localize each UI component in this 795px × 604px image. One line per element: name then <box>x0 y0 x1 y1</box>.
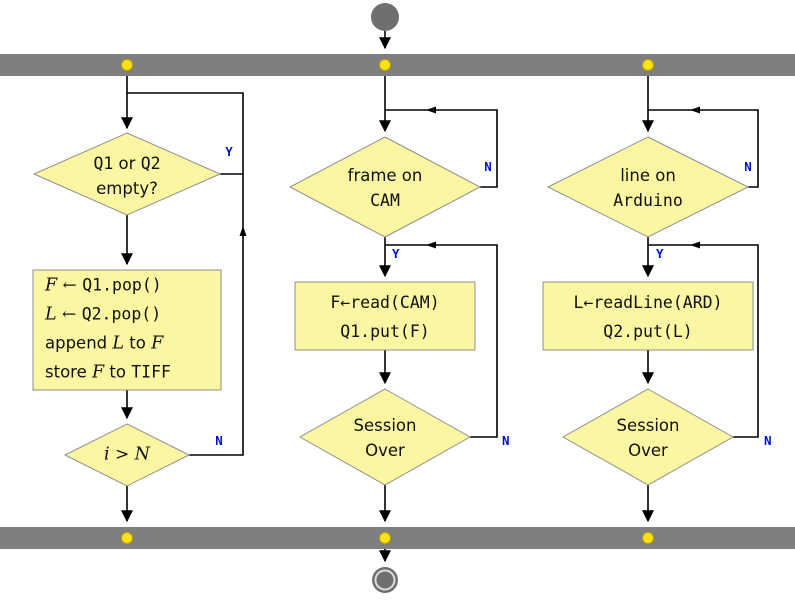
arduino-check-line-label-line2: Arduino <box>613 190 683 210</box>
consumer-process-line1: F ← Q1.pop() <box>45 277 162 295</box>
camera-check-frame-diamond <box>288 136 482 238</box>
camera-no-loop-line <box>385 109 498 188</box>
consumer-process-line2: L ← Q2.pop() <box>45 306 161 324</box>
arduino-no-branch-label: N <box>744 158 752 174</box>
consumer-check-queues-label-line2: empty? <box>96 178 158 198</box>
consumer-process-box <box>32 269 222 391</box>
consumer-q2-code: Q2 <box>140 153 161 173</box>
consumer-check-queues-diamond <box>32 132 222 216</box>
end-node-ring <box>374 569 396 591</box>
consumer-count-label: i > N <box>104 446 150 464</box>
tiff-code: TIFF <box>131 362 171 382</box>
var-F: F <box>45 275 58 296</box>
var-N: N <box>134 444 150 465</box>
append-text: append <box>45 333 113 353</box>
arduino-process-line1: L←readLine(ARD) <box>573 292 723 312</box>
arduino-session-diamond <box>561 388 735 486</box>
join-bar <box>0 527 795 549</box>
camera-check-frame-label-line2: CAM <box>370 190 400 210</box>
arduino-no-loop-arrowhead <box>690 106 700 114</box>
q2-pop-code: Q2.pop() <box>81 304 162 324</box>
fork-bar <box>0 54 795 76</box>
camera-process-line1: F←read(CAM) <box>330 292 440 312</box>
arduino-session-label-line1: Session <box>616 415 680 435</box>
camera-session-loop-line <box>385 244 498 438</box>
consumer-count-diamond <box>63 423 191 487</box>
assign-arrow: ← <box>56 304 82 325</box>
fork-dot-consumer <box>121 59 133 71</box>
gt-operator: > <box>109 444 135 465</box>
consumer-process-line3: append L to F <box>45 335 163 353</box>
fork-dot-camera <box>379 59 391 71</box>
start-node <box>371 3 399 31</box>
arduino-no-loop-line <box>648 109 759 188</box>
var-F: F <box>91 362 105 383</box>
consumer-yes-loop-line <box>127 92 244 175</box>
var-L: L <box>112 333 125 354</box>
camera-session-label-line2: Over <box>365 440 405 460</box>
consumer-loop-arrowhead <box>239 226 247 236</box>
arduino-session-label-line2: Over <box>628 440 668 460</box>
consumer-check-queues-label-line1: Q1 or Q2 <box>93 153 161 173</box>
camera-check-frame-label-line1: frame on <box>347 165 423 185</box>
camera-process-line2: Q1.put(F) <box>340 321 430 341</box>
arduino-check-line-label-line1: line on <box>620 165 676 185</box>
var-F: F <box>151 333 164 354</box>
consumer-process-line4: store F to TIFF <box>45 364 171 382</box>
arduino-process-line2: Q2.put(L) <box>603 321 693 341</box>
camera-no-branch-label: N <box>484 158 492 174</box>
camera-session-diamond <box>298 388 472 486</box>
join-dot-consumer <box>121 532 133 544</box>
camera-session-no-label: N <box>502 432 510 448</box>
join-dot-camera <box>379 532 391 544</box>
arduino-yes-branch-label: Y <box>656 245 664 261</box>
to-text: to <box>104 362 132 382</box>
var-i: i <box>104 444 110 465</box>
arduino-session-no-label: N <box>764 432 772 448</box>
consumer-no-loop-line <box>189 174 244 456</box>
arduino-session-loop-line <box>648 244 759 438</box>
assign-arrow: ← <box>57 275 83 296</box>
consumer-no-branch-label: N <box>215 432 223 448</box>
arduino-process-box <box>542 281 754 351</box>
camera-session-label-line1: Session <box>353 415 417 435</box>
to-text: to <box>124 333 152 353</box>
var-L: L <box>45 304 57 325</box>
join-dot-arduino <box>642 532 654 544</box>
arduino-check-line-diamond <box>546 136 750 238</box>
store-text: store <box>45 362 92 382</box>
fork-dot-arduino <box>642 59 654 71</box>
camera-yes-branch-label: Y <box>392 245 400 261</box>
camera-session-loop-arrowhead <box>426 241 436 249</box>
consumer-q1-code: Q1 <box>93 153 114 173</box>
camera-process-box <box>294 281 476 351</box>
camera-no-loop-arrowhead <box>426 106 436 114</box>
consumer-yes-branch-label: Y <box>225 143 233 159</box>
q1-pop-code: Q1.pop() <box>82 275 162 295</box>
arduino-session-loop-arrowhead <box>690 241 700 249</box>
consumer-or-text: or <box>113 153 141 173</box>
